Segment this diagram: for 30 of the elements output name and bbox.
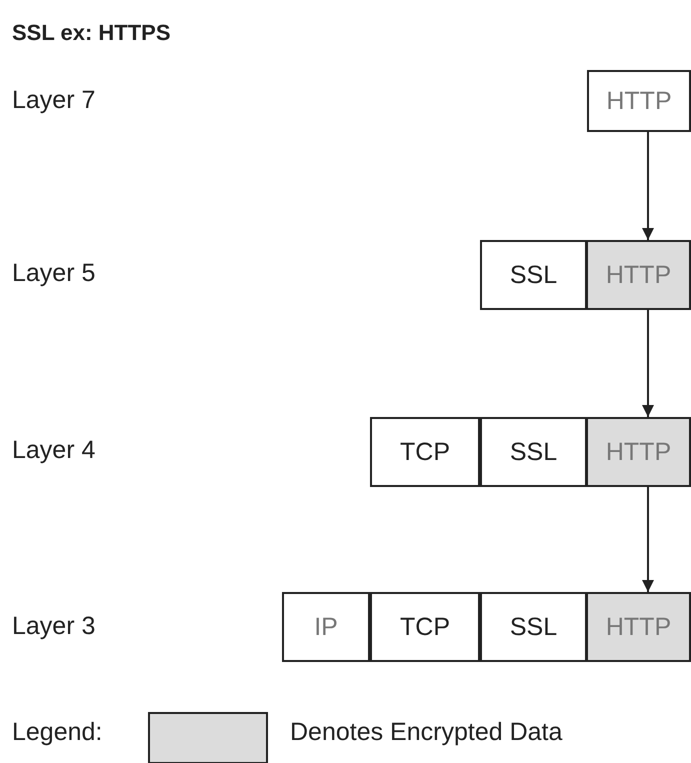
protocol-name: HTTP [606,438,672,466]
legend-text: Denotes Encrypted Data [290,718,562,747]
protocol-header-box [480,417,587,487]
protocol-header-box [370,592,480,662]
diagram-title: SSL ex: HTTPS [12,20,171,46]
encrypted-header-box [587,240,691,310]
encrypted-header-box [587,592,691,662]
encrypted-header-box [587,417,691,487]
layer-label: Layer 7 [12,86,96,115]
protocol-header-box [587,70,691,132]
arrow [642,132,654,240]
protocol-header-box [370,417,480,487]
layer-label: Layer 5 [12,259,96,288]
protocol-name: IP [314,612,338,642]
protocol-header-box [480,240,587,310]
protocol-name: SSL [510,260,558,290]
protocol-header-box [282,592,370,662]
layer-label: Layer 4 [12,436,96,465]
protocol-name: HTTP [606,86,672,116]
protocol-name: SSL [510,612,558,642]
protocol-name: HTTP [606,612,672,642]
protocol-name: SSL [510,438,558,466]
protocol-name: TCP [400,438,450,466]
arrow [642,310,654,417]
protocol-header-box [480,592,587,662]
layer-label: Layer 3 [12,612,96,641]
protocol-name: HTTP [606,260,672,290]
heading-label: Legend: [12,718,102,747]
arrow [642,487,654,592]
protocol-name: TCP [400,612,450,642]
